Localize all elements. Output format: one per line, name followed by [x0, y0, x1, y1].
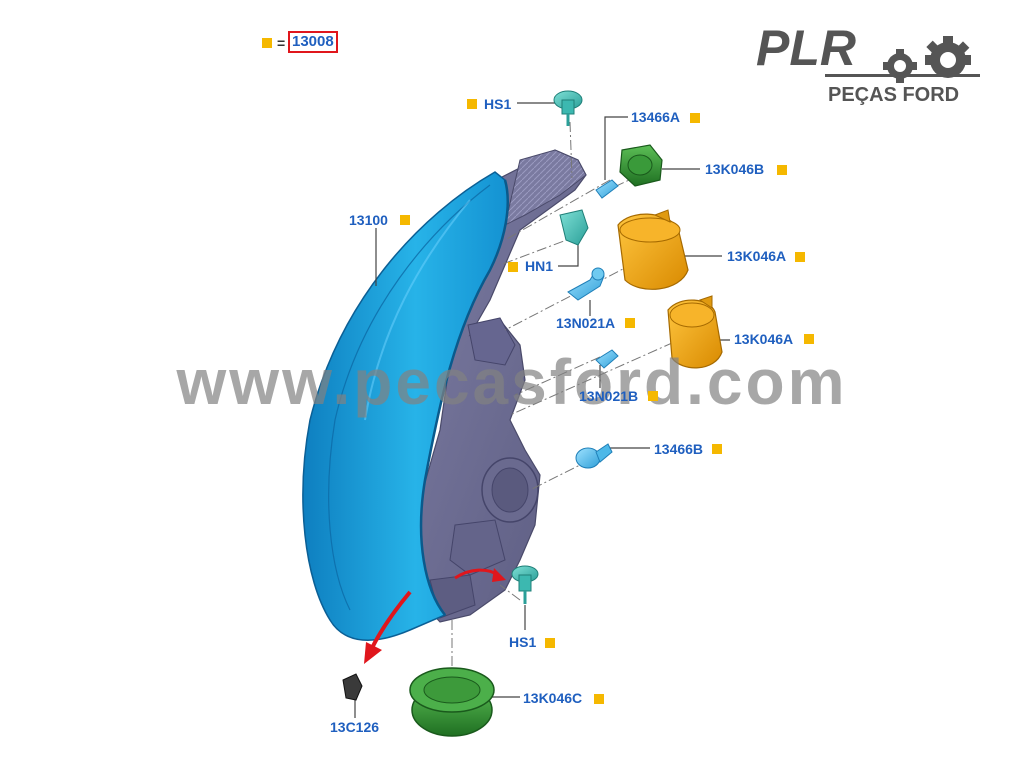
gears-icon — [825, 36, 980, 83]
leader-lines — [354, 102, 730, 718]
part-label-13466b[interactable]: 13466B — [654, 441, 704, 457]
part-label-hs1-bottom[interactable]: HS1 — [509, 634, 537, 650]
marker-square — [777, 165, 787, 175]
marker-square — [400, 215, 410, 225]
rotation-arrows — [364, 568, 506, 664]
part-label-hs1-top[interactable]: HS1 — [484, 96, 512, 112]
equals-sign: = — [277, 35, 286, 51]
part-13c126 — [342, 673, 363, 701]
headlamp-rear-body — [409, 149, 587, 623]
part-label-13k046c[interactable]: 13K046C — [523, 690, 583, 706]
part-label-hn1[interactable]: HN1 — [525, 258, 554, 274]
part-label-13k046a-1[interactable]: 13K046A — [727, 248, 787, 264]
cover-13k046a-1 — [617, 209, 689, 290]
cap-13k046b — [619, 144, 663, 187]
marker-square — [545, 638, 555, 648]
marker-square — [262, 38, 272, 48]
hs1-bottom-clip — [511, 565, 539, 604]
bulb-13466b — [575, 443, 613, 469]
logo-subtitle: PEÇAS FORD — [828, 84, 960, 106]
marker-square — [690, 113, 700, 123]
hs1-top-clip — [553, 90, 583, 126]
marker-square — [625, 318, 635, 328]
bulb-13466a — [595, 179, 619, 199]
part-label-13466a[interactable]: 13466A — [631, 109, 681, 125]
part-label-13k046a-2[interactable]: 13K046A — [734, 331, 794, 347]
assembly-number-link[interactable]: 13008 — [288, 31, 338, 53]
marker-square — [508, 262, 518, 272]
cover-13k046a-2 — [667, 295, 723, 369]
marker-square — [712, 444, 722, 454]
bulb-13n021a — [567, 267, 605, 301]
part-label-13n021a[interactable]: 13N021A — [556, 315, 616, 331]
marker-square — [467, 99, 477, 109]
bulb-13n021b — [595, 349, 619, 369]
logo-brand: PLR — [756, 20, 856, 76]
marker-square — [804, 334, 814, 344]
marker-square — [648, 391, 658, 401]
part-label-13k046b[interactable]: 13K046B — [705, 161, 765, 177]
headlamp-lens — [302, 171, 509, 641]
part-label-13n021b[interactable]: 13N021B — [579, 388, 639, 404]
part-label-13100[interactable]: 13100 — [349, 212, 388, 228]
marker-square — [594, 694, 604, 704]
cover-13k046c — [409, 667, 495, 737]
hn1-part — [559, 209, 589, 246]
watermark: www.pecasford.com — [176, 346, 848, 418]
marker-square — [795, 252, 805, 262]
part-label-13c126[interactable]: 13C126 — [330, 719, 380, 735]
